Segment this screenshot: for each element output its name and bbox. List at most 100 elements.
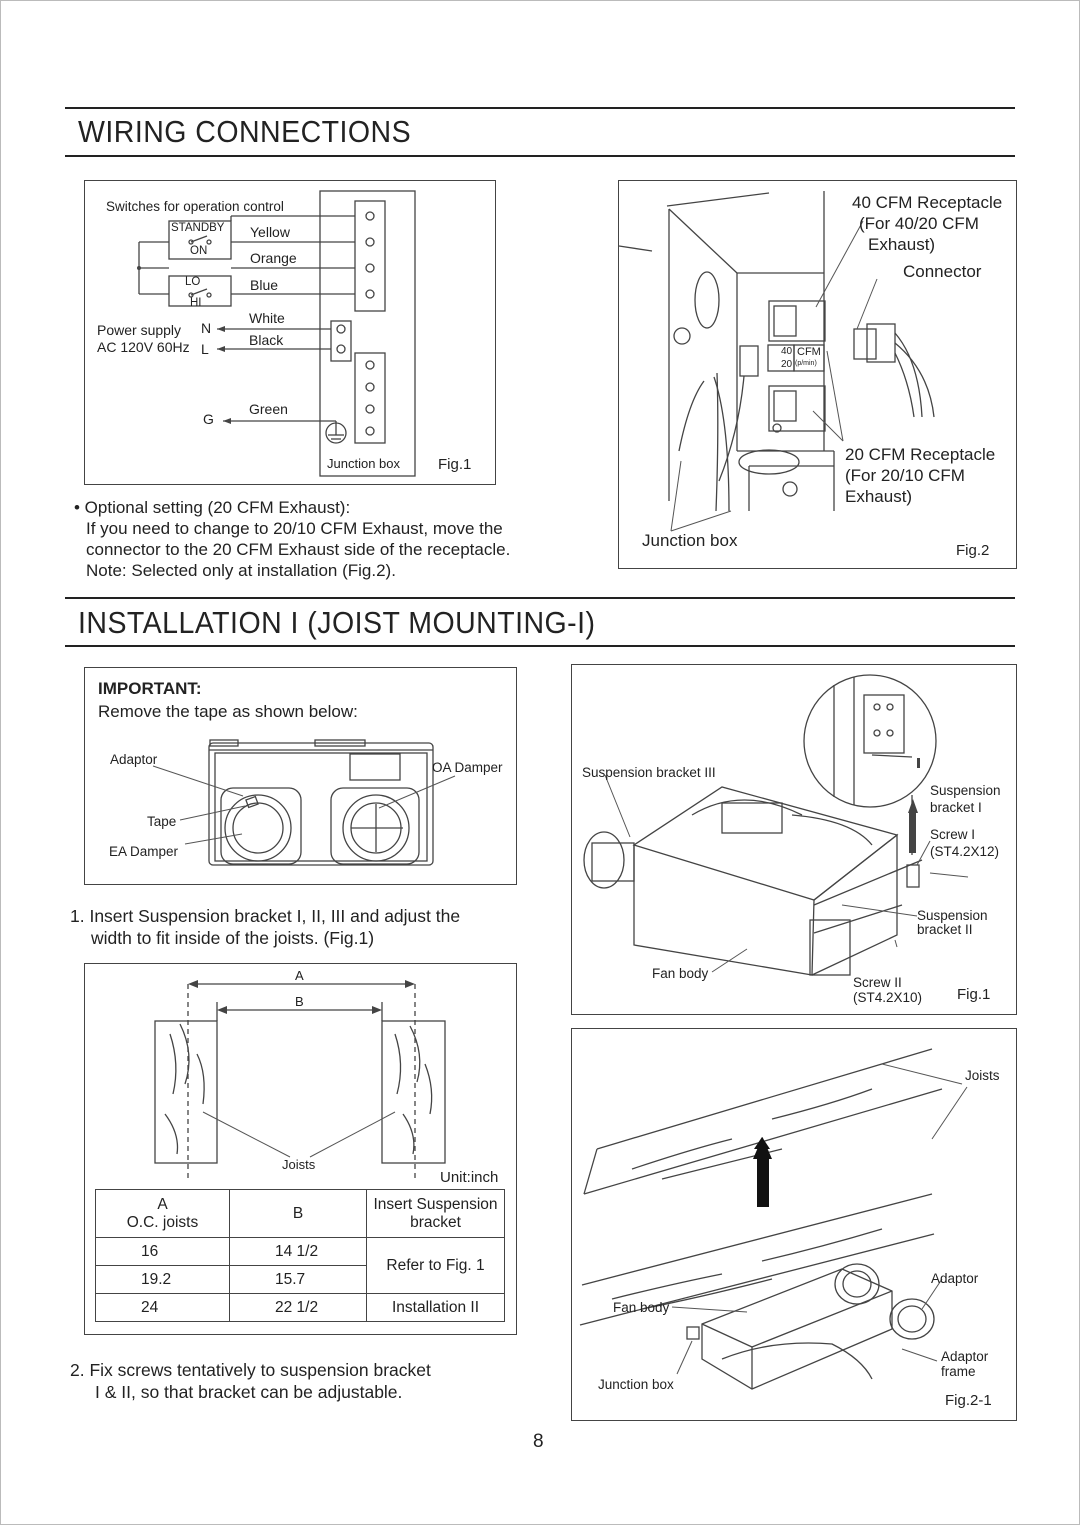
wiring-top-rule xyxy=(65,107,1015,109)
step1-text: 1. Insert Suspension bracket I, II, III … xyxy=(70,905,460,949)
ground-label: G xyxy=(203,411,214,427)
damper-illustration xyxy=(152,739,456,866)
rec40-line1: 40 CFM Receptacle xyxy=(852,193,1003,212)
table-row: 24 22 1/2 Installation II xyxy=(95,1293,505,1322)
junction-box-label: Junction box xyxy=(598,1377,674,1392)
optional-line4: Note: Selected only at installation (Fig… xyxy=(86,561,396,580)
step2-line2: I & II, so that bracket can be adjustabl… xyxy=(95,1382,403,1402)
standby-label: STANDBY xyxy=(171,222,225,234)
cfm-label: CFM xyxy=(797,346,821,358)
ea-damper-label: EA Damper xyxy=(109,844,179,859)
install-fig21-caption: Fig.2-1 xyxy=(945,1392,992,1409)
important-box: IMPORTANT: Remove the tape as shown belo… xyxy=(84,667,517,885)
important-title: IMPORTANT: xyxy=(98,679,202,698)
junction-box-label: Junction box xyxy=(327,456,400,471)
wiring-diagram-fig2: 40 20 CFM (p/min) 40 CFM Receptacle (For… xyxy=(618,180,1017,569)
install-fig1-caption: Fig.1 xyxy=(957,986,991,1003)
adaptor-label: Adaptor xyxy=(931,1271,979,1286)
joist-dimension-figure: A B Joists Unit:inch xyxy=(84,963,517,1335)
joist-install-illustration xyxy=(579,1048,968,1390)
wire-black-label: Black xyxy=(249,332,284,348)
fig1-caption: Fig.1 xyxy=(438,456,472,473)
header-c-line1: Insert Suspension xyxy=(373,1195,498,1213)
optional-line3: connector to the 20 CFM Exhaust side of … xyxy=(86,540,511,559)
junction-box-label: Junction box xyxy=(642,531,738,550)
cfm-val40: 40 xyxy=(781,346,793,357)
optional-line2: If you need to change to 20/10 CFM Exhau… xyxy=(86,519,503,538)
install2-cell: Installation II xyxy=(366,1293,505,1322)
hi-label: HI xyxy=(190,297,202,309)
wiring-diagram-fig1: Switches for operation control STANDBY O… xyxy=(84,180,496,485)
optional-line1: • Optional setting (20 CFM Exhaust): xyxy=(74,498,351,517)
bracket3-label: Suspension bracket III xyxy=(582,765,716,780)
unit-label: Unit:inch xyxy=(440,1169,499,1186)
wire-blue-label: Blue xyxy=(250,277,279,293)
live-label: L xyxy=(201,341,209,357)
fig2-caption: Fig.2 xyxy=(956,542,990,559)
tape-label: Tape xyxy=(147,814,177,829)
install-fig2-1: Joists Adaptor Fan body Adaptor frame Ju… xyxy=(571,1028,1017,1421)
connector-label: Connector xyxy=(903,262,982,281)
refer-cell: Refer to Fig. 1 xyxy=(366,1237,505,1294)
rec20-line1: 20 CFM Receptacle xyxy=(845,445,996,464)
wire-white-label: White xyxy=(249,310,285,326)
optional-setting-text: • Optional setting (20 CFM Exhaust): If … xyxy=(74,497,510,581)
bracket1-line2: bracket I xyxy=(930,800,982,815)
install-bottom-rule xyxy=(65,645,1015,647)
fan-body-label: Fan body xyxy=(613,1300,670,1315)
row2-b: 15.7 xyxy=(229,1265,367,1294)
install-title: INSTALLATION I (JOIST MOUNTING-I) xyxy=(78,605,596,640)
page-number: 8 xyxy=(533,1431,544,1452)
joists-label: Joists xyxy=(965,1068,1000,1083)
rec40-line3: Exhaust) xyxy=(868,235,936,254)
header-c: Insert Suspension bracket xyxy=(366,1189,505,1238)
important-text: Remove the tape as shown below: xyxy=(98,702,358,721)
lo-label: LO xyxy=(185,276,201,288)
header-c-line2: bracket xyxy=(410,1213,461,1231)
install-top-rule xyxy=(65,597,1015,599)
power-supply-label: Power supply xyxy=(97,322,182,338)
rec20-line3: Exhaust) xyxy=(845,487,913,506)
row1-a: 16 xyxy=(95,1237,230,1266)
on-label: ON xyxy=(190,245,208,257)
joists-label: Joists xyxy=(282,1157,316,1172)
screw1-line2: (ST4.2X12) xyxy=(930,844,1000,859)
bracket2-line2: bracket II xyxy=(917,922,973,937)
header-a-line2: O.C. joists xyxy=(126,1213,199,1231)
rec20-line2: (For 20/10 CFM xyxy=(845,466,965,485)
wire-orange-label: Orange xyxy=(250,250,297,266)
screw1-line1: Screw I xyxy=(930,827,976,842)
receptacle-illustration xyxy=(619,191,935,532)
wiring-title: WIRING CONNECTIONS xyxy=(78,114,412,149)
wiring-diagram-lines xyxy=(137,190,416,477)
oa-damper-label: OA Damper xyxy=(432,760,503,775)
wire-yellow-label: Yellow xyxy=(250,224,290,240)
header-b: B xyxy=(229,1189,367,1238)
cfm-val20: 20 xyxy=(781,359,793,370)
step2-text: 2. Fix screws tentatively to suspension … xyxy=(70,1359,431,1403)
joist-dimension-lines xyxy=(154,980,446,1179)
adaptor-frame-line2: frame xyxy=(941,1364,976,1379)
header-a: A O.C. joists xyxy=(95,1189,230,1238)
row1-b: 14 1/2 xyxy=(229,1237,367,1266)
joist-spec-table: A O.C. joists B Insert Suspension bracke… xyxy=(95,1189,505,1322)
switches-label: Switches for operation control xyxy=(106,199,284,214)
screw2-line1: Screw II xyxy=(853,975,902,990)
step1-line2: width to fit inside of the joists. (Fig.… xyxy=(91,928,375,948)
cfm-unit: (p/min) xyxy=(795,360,817,367)
install-fig1: Suspension bracket III Suspension bracke… xyxy=(571,664,1017,1015)
table-row: 16 14 1/2 Refer to Fig. 1 xyxy=(95,1237,505,1294)
bracket1-line1: Suspension xyxy=(930,783,1001,798)
rec40-line2: (For 40/20 CFM xyxy=(859,214,979,233)
adaptor-frame-line1: Adaptor xyxy=(941,1349,989,1364)
row3-b: 22 1/2 xyxy=(229,1293,367,1322)
table-row: 19.2 15.7 xyxy=(95,1265,505,1294)
screw2-line2: (ST4.2X10) xyxy=(853,990,923,1005)
step1-line1: 1. Insert Suspension bracket I, II, III … xyxy=(70,906,461,926)
neutral-label: N xyxy=(201,320,212,336)
row2-a: 19.2 xyxy=(95,1265,230,1294)
step2-line1: 2. Fix screws tentatively to suspension … xyxy=(70,1360,431,1380)
fan-bracket-illustration xyxy=(583,674,969,976)
fan-body-label: Fan body xyxy=(652,966,709,981)
table-header-row: A O.C. joists B Insert Suspension bracke… xyxy=(95,1189,505,1238)
